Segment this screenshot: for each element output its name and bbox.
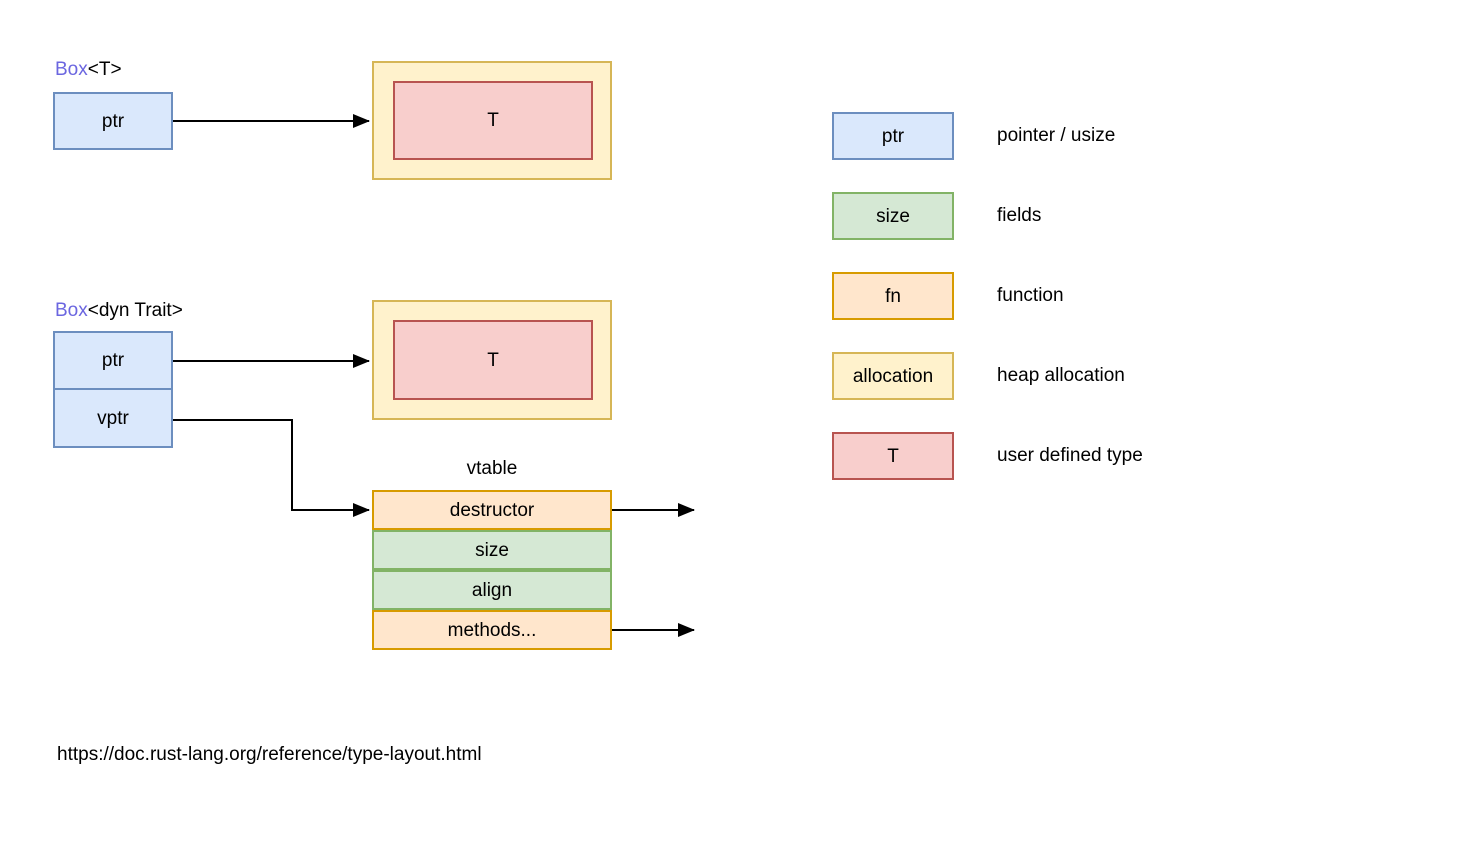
legend-desc-pointer: pointer / usize bbox=[997, 125, 1116, 146]
legend-swatch-fn: fn bbox=[832, 272, 954, 320]
boxt-ptr-cell: ptr bbox=[53, 92, 173, 150]
legend-item-fields: size fields bbox=[832, 192, 1352, 240]
legend-swatch-t: T bbox=[832, 432, 954, 480]
boxdyn-title-generic: <dyn Trait> bbox=[87, 300, 183, 321]
arrow-vptr-to-vtable bbox=[173, 419, 370, 517]
legend-swatch-size: size bbox=[832, 192, 954, 240]
legend-item-allocation: allocation heap allocation bbox=[832, 352, 1352, 400]
vtable-row-size: size bbox=[372, 530, 612, 570]
legend-item-user-type: T user defined type bbox=[832, 432, 1352, 480]
boxdyn-title: Box<dyn Trait> bbox=[55, 300, 183, 323]
source-url-text: https://doc.rust-lang.org/reference/type… bbox=[57, 744, 482, 765]
boxdyn-user-type-cell: T bbox=[393, 320, 593, 400]
vtable-row-methods: methods... bbox=[372, 610, 612, 650]
boxt-user-type-cell: T bbox=[393, 81, 593, 160]
legend-desc-function: function bbox=[997, 285, 1064, 306]
boxt-title-generic: <T> bbox=[87, 59, 122, 80]
vtable-row-destructor: destructor bbox=[372, 490, 612, 530]
legend-item-function: fn function bbox=[832, 272, 1352, 320]
legend-desc-allocation: heap allocation bbox=[997, 365, 1125, 386]
boxdyn-ptr-cell: ptr bbox=[53, 331, 173, 390]
vtable-row-align: align bbox=[372, 570, 612, 610]
legend-swatch-ptr: ptr bbox=[832, 112, 954, 160]
legend-item-pointer: ptr pointer / usize bbox=[832, 112, 1352, 160]
legend-desc-user-type: user defined type bbox=[997, 445, 1143, 466]
boxdyn-title-keyword: Box bbox=[55, 300, 88, 321]
legend-swatch-allocation: allocation bbox=[832, 352, 954, 400]
legend-desc-fields: fields bbox=[997, 205, 1042, 226]
boxdyn-vptr-cell: vptr bbox=[53, 388, 173, 448]
boxt-title: Box<T> bbox=[55, 59, 122, 82]
vtable-title: vtable bbox=[466, 458, 518, 479]
boxt-title-keyword: Box bbox=[55, 59, 88, 80]
